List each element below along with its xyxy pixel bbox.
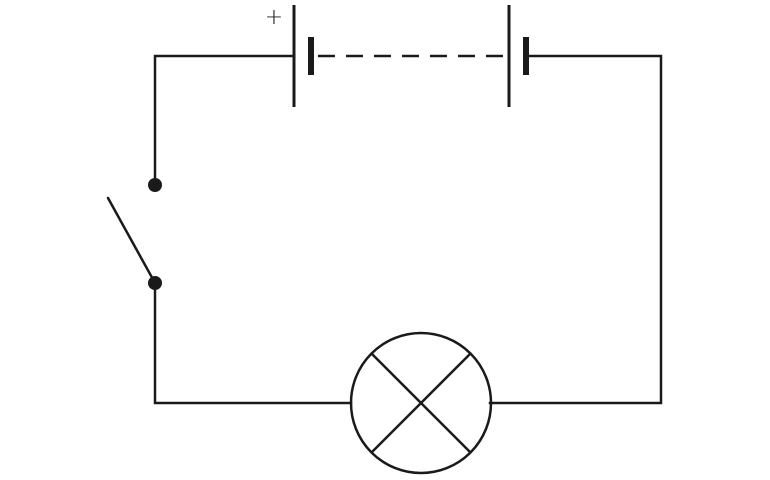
wire-top-right xyxy=(488,54,663,405)
lamp-circle xyxy=(349,331,493,475)
wire-bottom-left xyxy=(153,281,353,405)
lamp xyxy=(349,331,493,475)
wire-top-left xyxy=(153,54,296,187)
switch-lever xyxy=(106,196,157,285)
wires xyxy=(153,54,663,405)
battery xyxy=(292,5,529,107)
switch-top-contact xyxy=(148,178,162,192)
battery-positive-label: + xyxy=(265,5,283,30)
switch xyxy=(106,178,162,290)
lamp-cross-line-2 xyxy=(371,353,471,453)
